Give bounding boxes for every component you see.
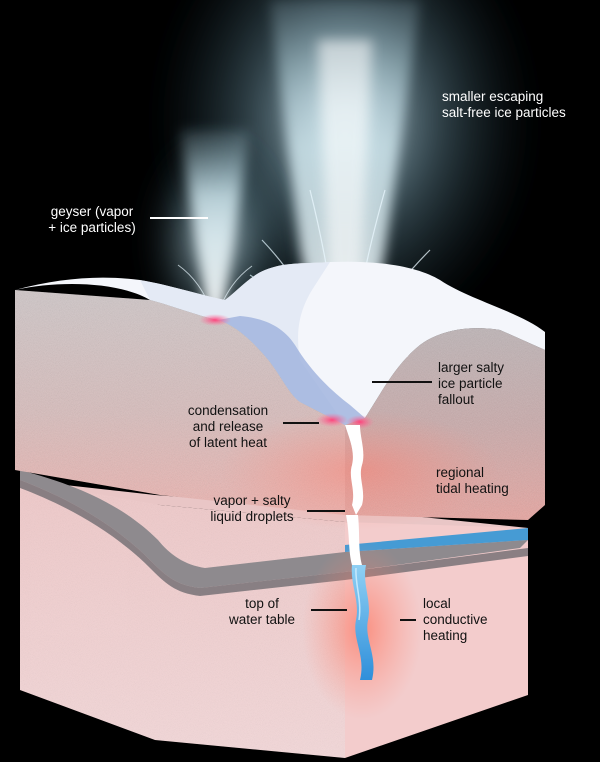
label-fallout: larger salty ice particle fallout — [438, 360, 505, 407]
label-smaller-escaping: smaller escaping salt-free ice particles — [442, 89, 566, 120]
label-regional-tidal-heating: regional tidal heating — [436, 465, 509, 496]
vent-crack — [302, 515, 422, 720]
label-geyser: geyser (vapor + ice particles) — [48, 204, 136, 235]
leader-geyser — [150, 217, 208, 219]
leader-water-table — [311, 609, 347, 611]
label-top-of-water-table: top of water table — [228, 596, 296, 627]
label-local-conductive-heating: local conductive heating — [423, 596, 488, 643]
leader-conductive — [400, 619, 416, 621]
leader-vapor — [307, 510, 345, 512]
upper-ice-block — [15, 261, 545, 530]
leader-condensation — [283, 422, 319, 424]
leader-fallout — [372, 381, 432, 383]
label-condensation: condensation and release of latent heat — [187, 403, 269, 450]
label-vapor-salty-droplets: vapor + salty liquid droplets — [210, 493, 294, 524]
